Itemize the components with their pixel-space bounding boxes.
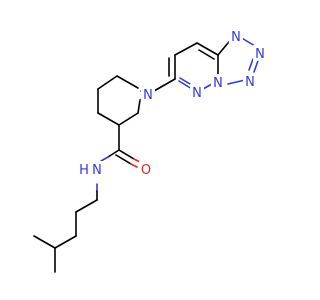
bond — [118, 112, 139, 126]
bond — [137, 99, 141, 114]
atom-label-bg — [253, 45, 267, 61]
side-chain — [33, 124, 141, 273]
bond — [217, 42, 229, 56]
atom-n-tetrazole-2: N — [255, 47, 265, 62]
piperidine-ring — [97, 75, 147, 126]
bond — [97, 112, 120, 126]
bond — [174, 42, 198, 56]
bond — [153, 78, 176, 92]
atom-n-pyridazine: N — [192, 86, 202, 101]
bond — [100, 156, 109, 162]
molecule-structure: N N N N N N O N H — [33, 28, 267, 273]
atom-label-bg — [141, 86, 155, 102]
bond — [118, 149, 135, 160]
bond — [178, 80, 193, 90]
atom-label-bg — [78, 161, 90, 177]
bond — [202, 83, 213, 90]
bond — [248, 58, 254, 71]
bond — [107, 149, 120, 158]
atom-labels: N N N N N N O N H — [78, 28, 267, 178]
pyridazine-ring — [153, 42, 219, 92]
bond — [130, 163, 138, 168]
atom-label-bg — [243, 73, 257, 89]
atom-label-bg — [90, 161, 104, 177]
atom-n-tetrazole-1: N — [231, 30, 241, 45]
bond — [196, 42, 219, 56]
atom-n-amide: N — [92, 163, 102, 178]
atom-label-bg — [190, 84, 204, 100]
atom-label-bg — [211, 74, 225, 90]
atom-h-amide: H — [79, 163, 89, 178]
atom-n-bridgehead: N — [213, 76, 223, 91]
atom-n-piperidine: N — [143, 88, 153, 103]
atom-label-bg — [139, 161, 153, 177]
bond — [115, 154, 132, 165]
bond — [179, 77, 191, 85]
atom-label-bg — [229, 28, 243, 44]
atom-n-tetrazole-3: N — [245, 75, 255, 90]
bond — [75, 199, 98, 213]
bond — [33, 235, 56, 249]
atom-o-carbonyl: O — [141, 163, 151, 178]
bond — [198, 49, 215, 60]
bond — [54, 235, 77, 249]
bond — [97, 75, 118, 90]
bond — [227, 79, 246, 85]
bond — [116, 75, 139, 89]
